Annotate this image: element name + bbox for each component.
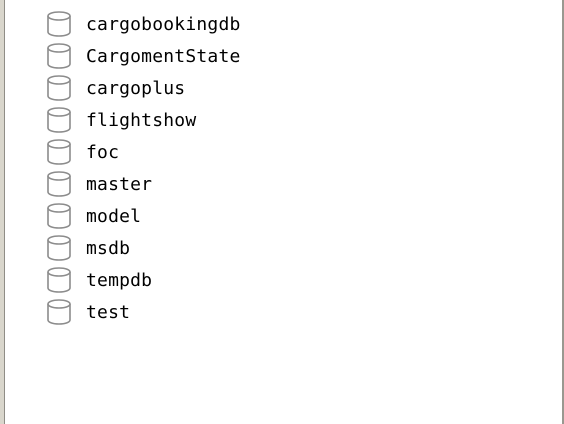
- database-item[interactable]: msdb: [46, 232, 241, 264]
- database-item-label: msdb: [86, 237, 131, 259]
- panel-left-border: [0, 0, 5, 424]
- database-item-label: test: [86, 301, 131, 323]
- database-item-label: master: [86, 173, 153, 195]
- database-icon: [46, 42, 74, 70]
- database-item-label: cargobookingdb: [86, 13, 241, 35]
- database-icon: [46, 170, 74, 198]
- database-item-label: cargoplus: [86, 77, 186, 99]
- database-item[interactable]: tempdb: [46, 264, 241, 296]
- database-item[interactable]: cargoplus: [46, 72, 241, 104]
- database-item-label: CargomentState: [86, 45, 241, 67]
- database-item[interactable]: CargomentState: [46, 40, 241, 72]
- database-icon: [46, 106, 74, 134]
- panel-right-border: [562, 0, 564, 424]
- database-icon: [46, 138, 74, 166]
- database-item[interactable]: cargobookingdb: [46, 8, 241, 40]
- database-icon: [46, 202, 74, 230]
- database-icon: [46, 298, 74, 326]
- database-item-label: flightshow: [86, 109, 197, 131]
- database-item-label: foc: [86, 141, 120, 163]
- database-icon: [46, 74, 74, 102]
- database-item[interactable]: model: [46, 200, 241, 232]
- database-item-label: tempdb: [86, 269, 153, 291]
- database-item[interactable]: flightshow: [46, 104, 241, 136]
- database-icon: [46, 10, 74, 38]
- database-icon: [46, 266, 74, 294]
- database-item[interactable]: test: [46, 296, 241, 328]
- database-icon: [46, 234, 74, 262]
- database-item[interactable]: foc: [46, 136, 241, 168]
- database-item[interactable]: master: [46, 168, 241, 200]
- database-item-label: model: [86, 205, 142, 227]
